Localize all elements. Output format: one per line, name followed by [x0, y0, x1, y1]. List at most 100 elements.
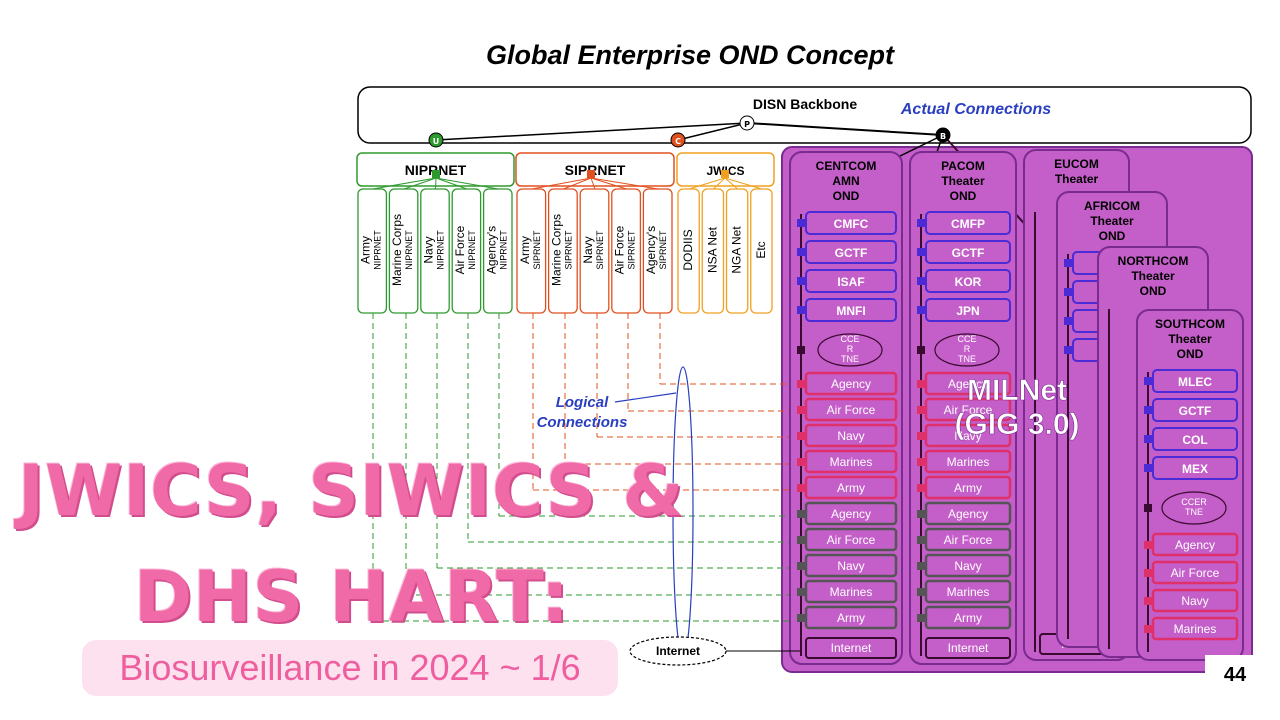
theater-row-box	[804, 527, 898, 552]
theater-row-label: Army	[954, 481, 982, 495]
theater-item-box	[925, 240, 1011, 264]
theater-item-label: KOR	[955, 275, 982, 289]
network-member-label: NGA Net	[730, 226, 744, 274]
theater-internet-box	[925, 637, 1011, 659]
cce-ellipse	[934, 333, 1000, 367]
theater-item-node	[797, 277, 805, 285]
theater-item-label: MNFI	[836, 304, 865, 318]
network-node-2	[721, 170, 729, 178]
theater-row-label: Marines	[830, 455, 873, 469]
theater-row-label: Agency	[948, 377, 988, 391]
theater-internet-label: Internet	[948, 641, 989, 655]
theater-row-box	[1151, 532, 1239, 557]
theater-item-node	[797, 219, 805, 227]
subtitle-text: Biosurveillance in 2024 ~ 1/6	[119, 647, 581, 688]
theater-row-node	[797, 432, 805, 440]
node-b-icon	[935, 127, 951, 143]
theater-row-node	[917, 588, 925, 596]
theater-item-box	[1152, 398, 1238, 422]
network-member-label: NavySIPRNET	[581, 230, 605, 270]
theater-item-node	[917, 219, 925, 227]
network-member-label: Etc	[754, 241, 768, 258]
theater-item-box	[805, 211, 897, 235]
theater-row-label: Army	[837, 481, 865, 495]
theater-row-label: Agency	[948, 507, 988, 521]
theater-row-box	[924, 527, 1012, 552]
theater-row-node	[797, 588, 805, 596]
network-member-label: Agency'sNIPRNET	[484, 226, 508, 274]
network-member-label: Marine CorpsNIPRNET	[390, 214, 414, 286]
theater-row-node	[797, 380, 805, 388]
theater-item-node	[797, 306, 805, 314]
theater-row-box	[804, 501, 898, 526]
theater-row-node	[917, 614, 925, 622]
theater-item-box	[1152, 369, 1238, 393]
svg-text:B: B	[940, 132, 946, 141]
actual-connections-label: Actual Connections	[900, 101, 1051, 118]
theater-item-label: MLEC	[1178, 375, 1212, 389]
theater-item-label: ISAF	[837, 275, 864, 289]
theater-item-box	[925, 269, 1011, 293]
network-member-label: ArmyNIPRNET	[359, 230, 383, 270]
theater-row-node	[1144, 625, 1152, 633]
node-u-icon	[428, 132, 444, 148]
theater-item-label: MEX	[1182, 462, 1208, 476]
network-member-label: Agency'sSIPRNET	[644, 226, 668, 274]
theater-row-box	[1151, 560, 1239, 585]
theater-row-label: Agency	[831, 377, 871, 391]
network-node-0	[432, 170, 440, 178]
network-header-1	[515, 152, 675, 187]
theater-row-label: Air Force	[827, 403, 876, 417]
theater-item-node	[917, 306, 925, 314]
network-member-label: Air ForceSIPRNET	[613, 225, 637, 274]
slide-title: Global Enterprise OND Concept	[485, 40, 895, 70]
theater-row-label: Agency	[1175, 538, 1215, 552]
theater-row-node	[917, 406, 925, 414]
internet-label: Internet	[656, 644, 700, 658]
theater-row-label: Marines	[947, 585, 990, 599]
theater-row-node	[917, 484, 925, 492]
theater-row-box	[924, 397, 1012, 422]
theater-row-label: Marines	[1174, 622, 1217, 636]
disn-backbone-box	[357, 86, 1252, 144]
network-member-box	[701, 188, 725, 314]
theater-item-label: CMFP	[951, 217, 985, 231]
svg-text:P: P	[744, 120, 750, 129]
theater-item-node	[1144, 377, 1152, 385]
theater-item-label: COL	[1182, 433, 1207, 447]
theater-row-node	[797, 536, 805, 544]
cce-ellipse	[817, 333, 883, 367]
network-member-label: NSA Net	[705, 226, 719, 273]
theater-row-label: Marines	[830, 585, 873, 599]
theater-item-label: GCTF	[835, 246, 868, 260]
network-member-label: Marine CorpsSIPRNET	[549, 214, 573, 286]
theater-row-label: Air Force	[827, 533, 876, 547]
theater-item-node	[1144, 464, 1152, 472]
network-member-box	[677, 188, 700, 314]
theater-item-node	[1064, 288, 1072, 296]
theater-row-node	[797, 406, 805, 414]
theater-row-node	[797, 510, 805, 518]
theater-item-box	[805, 269, 897, 293]
theater-item-box	[805, 240, 897, 264]
network-member-label: DODIIS	[681, 229, 695, 270]
theater-row-label: Army	[837, 611, 865, 625]
theater-row-node	[797, 484, 805, 492]
network-header-2	[676, 152, 775, 187]
theater-item-node	[917, 277, 925, 285]
theater-row-node	[797, 562, 805, 570]
theater-row-box	[804, 475, 898, 500]
theater-item-box	[805, 298, 897, 322]
theater-row-box	[804, 397, 898, 422]
theater-row-node	[917, 510, 925, 518]
overlay-title-line1: JWICS, SIWICS &	[18, 450, 685, 532]
network-member-box	[547, 188, 578, 314]
theater-row-box	[924, 371, 1012, 396]
